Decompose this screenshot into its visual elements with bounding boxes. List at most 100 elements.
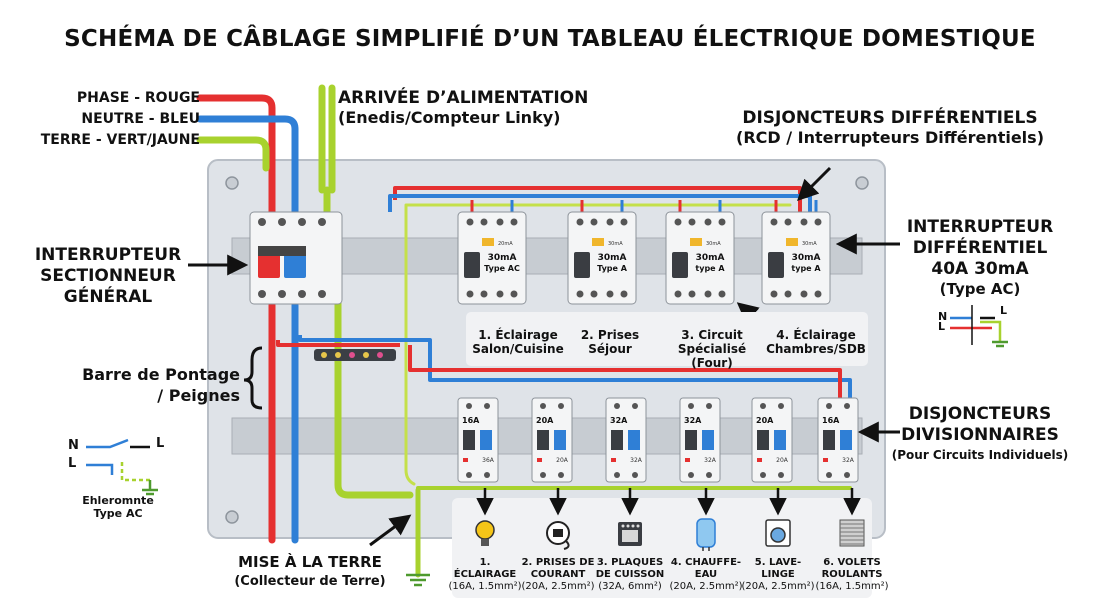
left-symbol-l: L <box>68 456 77 471</box>
comb-callout: Barre de Pontage / Peignes <box>82 365 240 405</box>
main-switch-device <box>249 211 343 305</box>
stove-icon <box>618 522 642 546</box>
load-label-spec: (20A, 2.5mm²) <box>669 581 743 592</box>
right-symbol-n: N <box>938 310 948 323</box>
legend-phase: PHASE - ROUGE <box>76 90 200 106</box>
arrow-earth <box>369 514 412 547</box>
water-heater-icon <box>696 518 716 551</box>
right-rcd-symbol <box>950 305 1008 348</box>
rcd-rating: 30mA <box>696 253 725 263</box>
circuit-label-line: Salon/Cuisine <box>472 342 564 356</box>
circuit-label-line: 3. Circuit <box>681 328 743 342</box>
legend-neutral: NEUTRE - BLEU <box>81 111 200 127</box>
load-label: 5. LAVE-LINGE(20A, 2.5mm²) <box>740 557 816 593</box>
mcb-rating-bottom: 20A <box>556 457 569 464</box>
comb-red <box>408 345 842 400</box>
load-label-spec: (16A, 1.5mm²) <box>448 581 522 592</box>
circuit-label-line: (Four) <box>691 356 733 370</box>
mcb-rating: 32A <box>610 416 628 425</box>
rcd-right-callout: INTERRUPTEUR DIFFÉRENTIEL 40A 30mA (Type… <box>906 217 1054 298</box>
rcd-badge: 20mA <box>498 241 513 247</box>
load-label: 4. CHAUFFE-EAU(20A, 2.5mm²) <box>668 557 744 593</box>
comb-terminals <box>321 352 383 358</box>
left-symbol-l2: L <box>156 436 165 451</box>
load-label-line: COURANT <box>530 569 586 580</box>
comb-neutral <box>298 335 852 400</box>
mcb-rating: 16A <box>822 416 840 425</box>
mcb-device: 32A 32A <box>679 397 721 483</box>
icon-layer <box>475 518 865 551</box>
circuit-label-line: 4. Éclairage <box>776 328 856 342</box>
comb-phase <box>276 340 400 347</box>
rcd-rating: 30mA <box>598 253 627 263</box>
circuit-label-line: Séjour <box>588 342 632 356</box>
incoming-earth-wire <box>196 136 270 172</box>
mcb-rating-bottom: 32A <box>842 457 855 464</box>
mcb-rating: 32A <box>684 416 702 425</box>
main-switch-callout: INTERRUPTEUR SECTIONNEUR GÉNÉRAL <box>34 245 182 307</box>
mcb-rating-bottom: 36A <box>482 457 495 464</box>
load-label-line: 5. LAVE-LINGE <box>754 557 802 580</box>
neutral-bus-top <box>388 194 812 212</box>
earth-main-run <box>323 186 414 499</box>
load-label-line: 4. CHAUFFE- <box>670 557 742 568</box>
rcd-rating: 30mA <box>792 253 821 263</box>
bulb-icon <box>475 520 495 546</box>
washing-machine-icon <box>765 519 791 547</box>
shutter-icon <box>839 519 865 547</box>
mcb-device: 16A 32A <box>817 397 859 483</box>
left-symbol-caption: Ehleromnte Type AC <box>82 494 154 520</box>
load-label-line: 2. PRISES DE <box>521 557 595 568</box>
load-label-line: DE CUISSON <box>595 569 665 580</box>
mcb-rating: 20A <box>756 416 774 425</box>
rcd-badge: 30mA <box>802 241 817 247</box>
rcd-badge: 30mA <box>706 241 721 247</box>
right-symbol-l: L <box>938 320 946 333</box>
circuit-label-line: Chambres/SDB <box>766 342 866 356</box>
rcd-rating: 30mA <box>488 253 517 263</box>
load-label-line: 6. VOLETS <box>823 557 881 568</box>
circuit-label-line: 1. Éclairage <box>478 328 558 342</box>
mcb-callout: DISJONCTEURS DIVISIONNAIRES (Pour Circui… <box>891 404 1069 462</box>
rcd-circuit-label-panel <box>466 312 868 366</box>
incoming-neutral-wire <box>196 115 299 232</box>
load-label-spec: (32A, 6mm²) <box>598 581 662 592</box>
left-rcd-symbol <box>86 438 158 496</box>
circuit-label-line: 2. Prises <box>580 328 640 342</box>
plug-icon <box>546 521 570 550</box>
arrow-rcd-header <box>797 166 832 201</box>
load-label-line: 1. ÉCLAIRAGE <box>453 557 517 580</box>
earth-callout: MISE À LA TERRE (Collecteur de Terre) <box>234 553 386 589</box>
mcb-rating: 20A <box>536 416 554 425</box>
circuit-label-line: Spécialisé <box>677 342 747 356</box>
load-label-line: ROULANTS <box>821 569 883 580</box>
rcd-type: type A <box>791 264 821 273</box>
ground-symbol <box>406 573 430 587</box>
left-symbol-n: N <box>68 438 79 453</box>
load-label-line: 3. PLAQUES <box>596 557 664 568</box>
mcb-rating: 16A <box>462 416 480 425</box>
page-title: SCHÉMA DE CÂBLAGE SIMPLIFIÉ D’UN TABLEAU… <box>64 26 1036 52</box>
load-label-spec: (20A, 2.5mm²) <box>521 581 595 592</box>
supply-callout: ARRIVÉE D’ALIMENTATION (Enedis/Compteur … <box>338 88 589 127</box>
rcd-type: Type A <box>597 264 628 273</box>
load-label-line: EAU <box>694 569 718 580</box>
mcb-rating-bottom: 32A <box>704 457 717 464</box>
mcb-device: 20A 20A <box>531 397 573 483</box>
mcb-device: 16A 36A <box>457 397 499 483</box>
